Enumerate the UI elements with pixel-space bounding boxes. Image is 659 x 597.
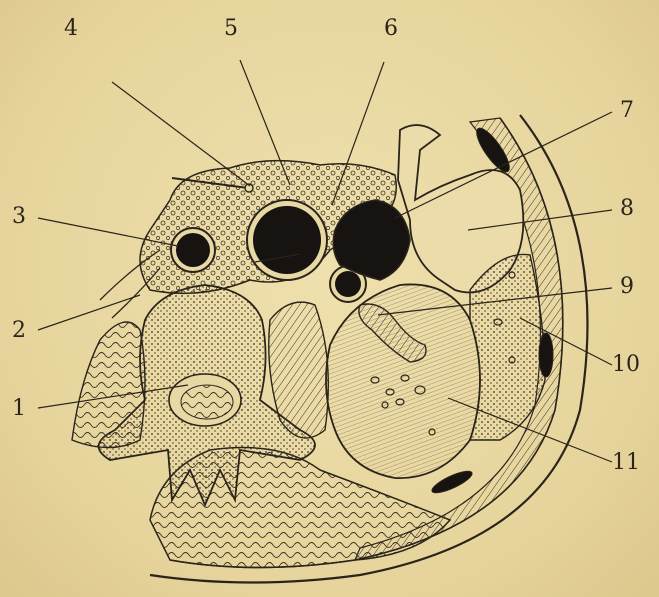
label-3: 3 (12, 206, 26, 228)
label-4: 4 (64, 18, 78, 40)
vessel-lower-center-lumen (335, 271, 361, 297)
label-1: 1 (12, 398, 26, 420)
wall-vessel-mid (539, 333, 553, 377)
vessel-large-center-lumen (253, 206, 321, 274)
vessel-small-left-lumen (176, 233, 210, 267)
label-7: 7 (620, 100, 634, 122)
spinal-cord-core (181, 385, 233, 419)
wall-vessel-low (430, 467, 475, 496)
label-10: 10 (612, 354, 640, 376)
leader-4 (112, 82, 250, 186)
label-8: 8 (620, 198, 634, 220)
label-6: 6 (384, 18, 398, 40)
label-11: 11 (612, 452, 640, 474)
label-9: 9 (620, 276, 634, 298)
label-5: 5 (224, 18, 238, 40)
label-2: 2 (12, 320, 26, 342)
